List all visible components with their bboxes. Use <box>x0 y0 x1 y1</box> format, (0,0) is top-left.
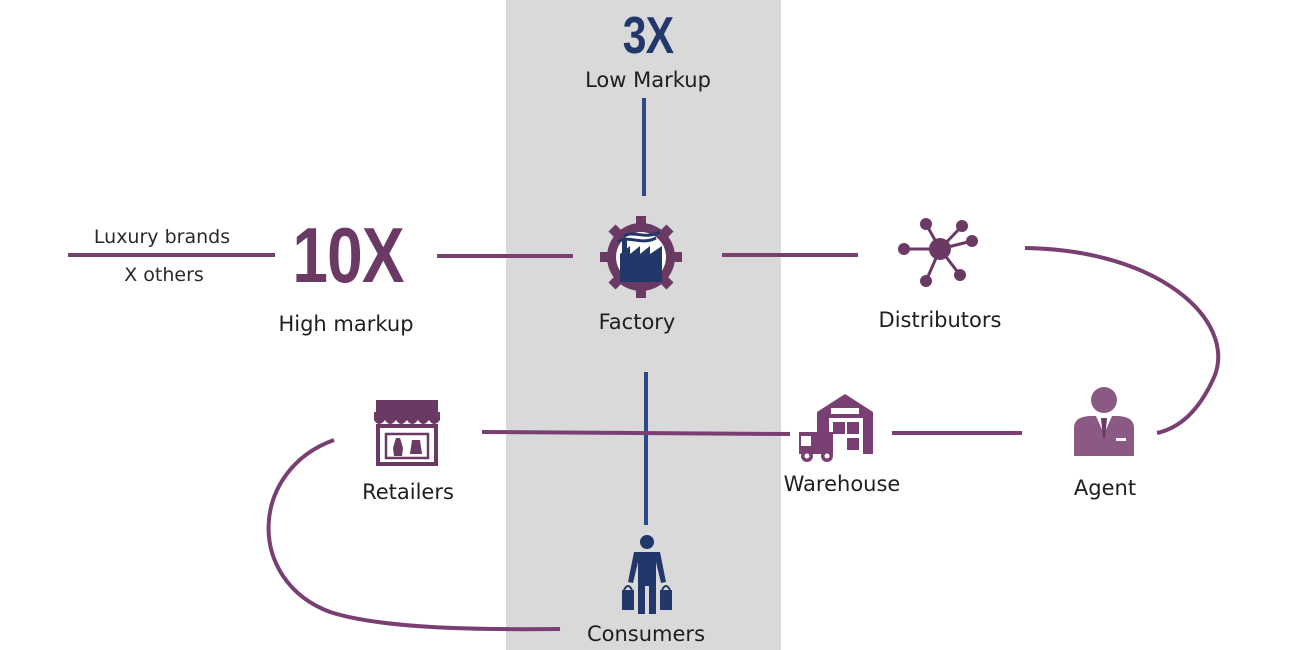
line-retailers-warehouse <box>481 430 791 436</box>
low-markup-label: Low Markup <box>585 68 711 92</box>
warehouse-truck-icon <box>799 394 873 462</box>
high-markup-label: High markup <box>278 312 414 336</box>
distributors-label: Distributors <box>878 308 1002 332</box>
low-markup-multiplier: 3X <box>622 7 674 65</box>
curve-distributors-agent <box>1024 246 1221 435</box>
network-hub-icon <box>898 218 978 287</box>
high-markup-multiplier: 10X <box>292 211 404 299</box>
agent-label: Agent <box>1073 476 1137 500</box>
x-others-label: X others <box>124 264 204 286</box>
curve-retailers-consumers <box>266 438 561 632</box>
shopper-with-bags-icon <box>622 535 672 614</box>
factory-label: Factory <box>598 310 676 334</box>
businessman-icon <box>1074 387 1134 456</box>
retailers-label: Retailers <box>362 480 454 504</box>
factory-gear-icon <box>600 216 682 298</box>
luxury-brands-label: Luxury brands <box>93 226 231 248</box>
storefront-icon <box>374 400 440 466</box>
consumers-label: Consumers <box>586 622 706 646</box>
warehouse-label: Warehouse <box>783 472 901 496</box>
